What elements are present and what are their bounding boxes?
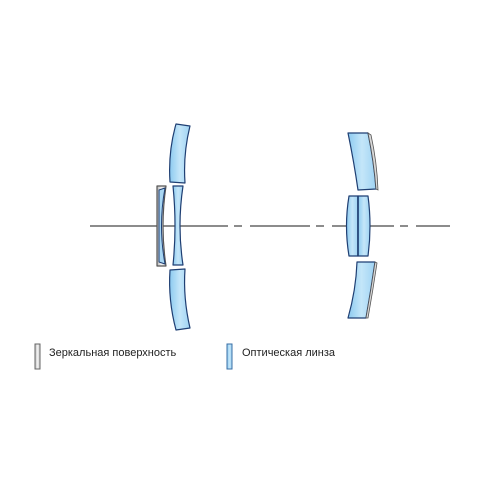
legend-swatch-mirror: [34, 343, 41, 370]
legend-label-lens: Оптическая линза: [242, 347, 336, 359]
legend-label-mirror: Зеркальная поверхность: [49, 347, 177, 359]
right-lens-group: [345, 132, 379, 319]
left-lens-group: [156, 123, 191, 331]
lens-upper-right-edge: [367, 132, 379, 191]
lens-upper-left: [169, 123, 191, 184]
lens-center-doublet-left: [345, 195, 359, 257]
lens-center-left: [158, 187, 166, 265]
lens-lower-right-edge: [365, 261, 378, 319]
lens-lower-left: [169, 268, 191, 331]
lens-center-right: [172, 185, 184, 266]
lens-center-doublet-right: [357, 195, 371, 257]
legend-swatches: [34, 343, 233, 370]
legend-swatch-lens: [226, 343, 233, 370]
